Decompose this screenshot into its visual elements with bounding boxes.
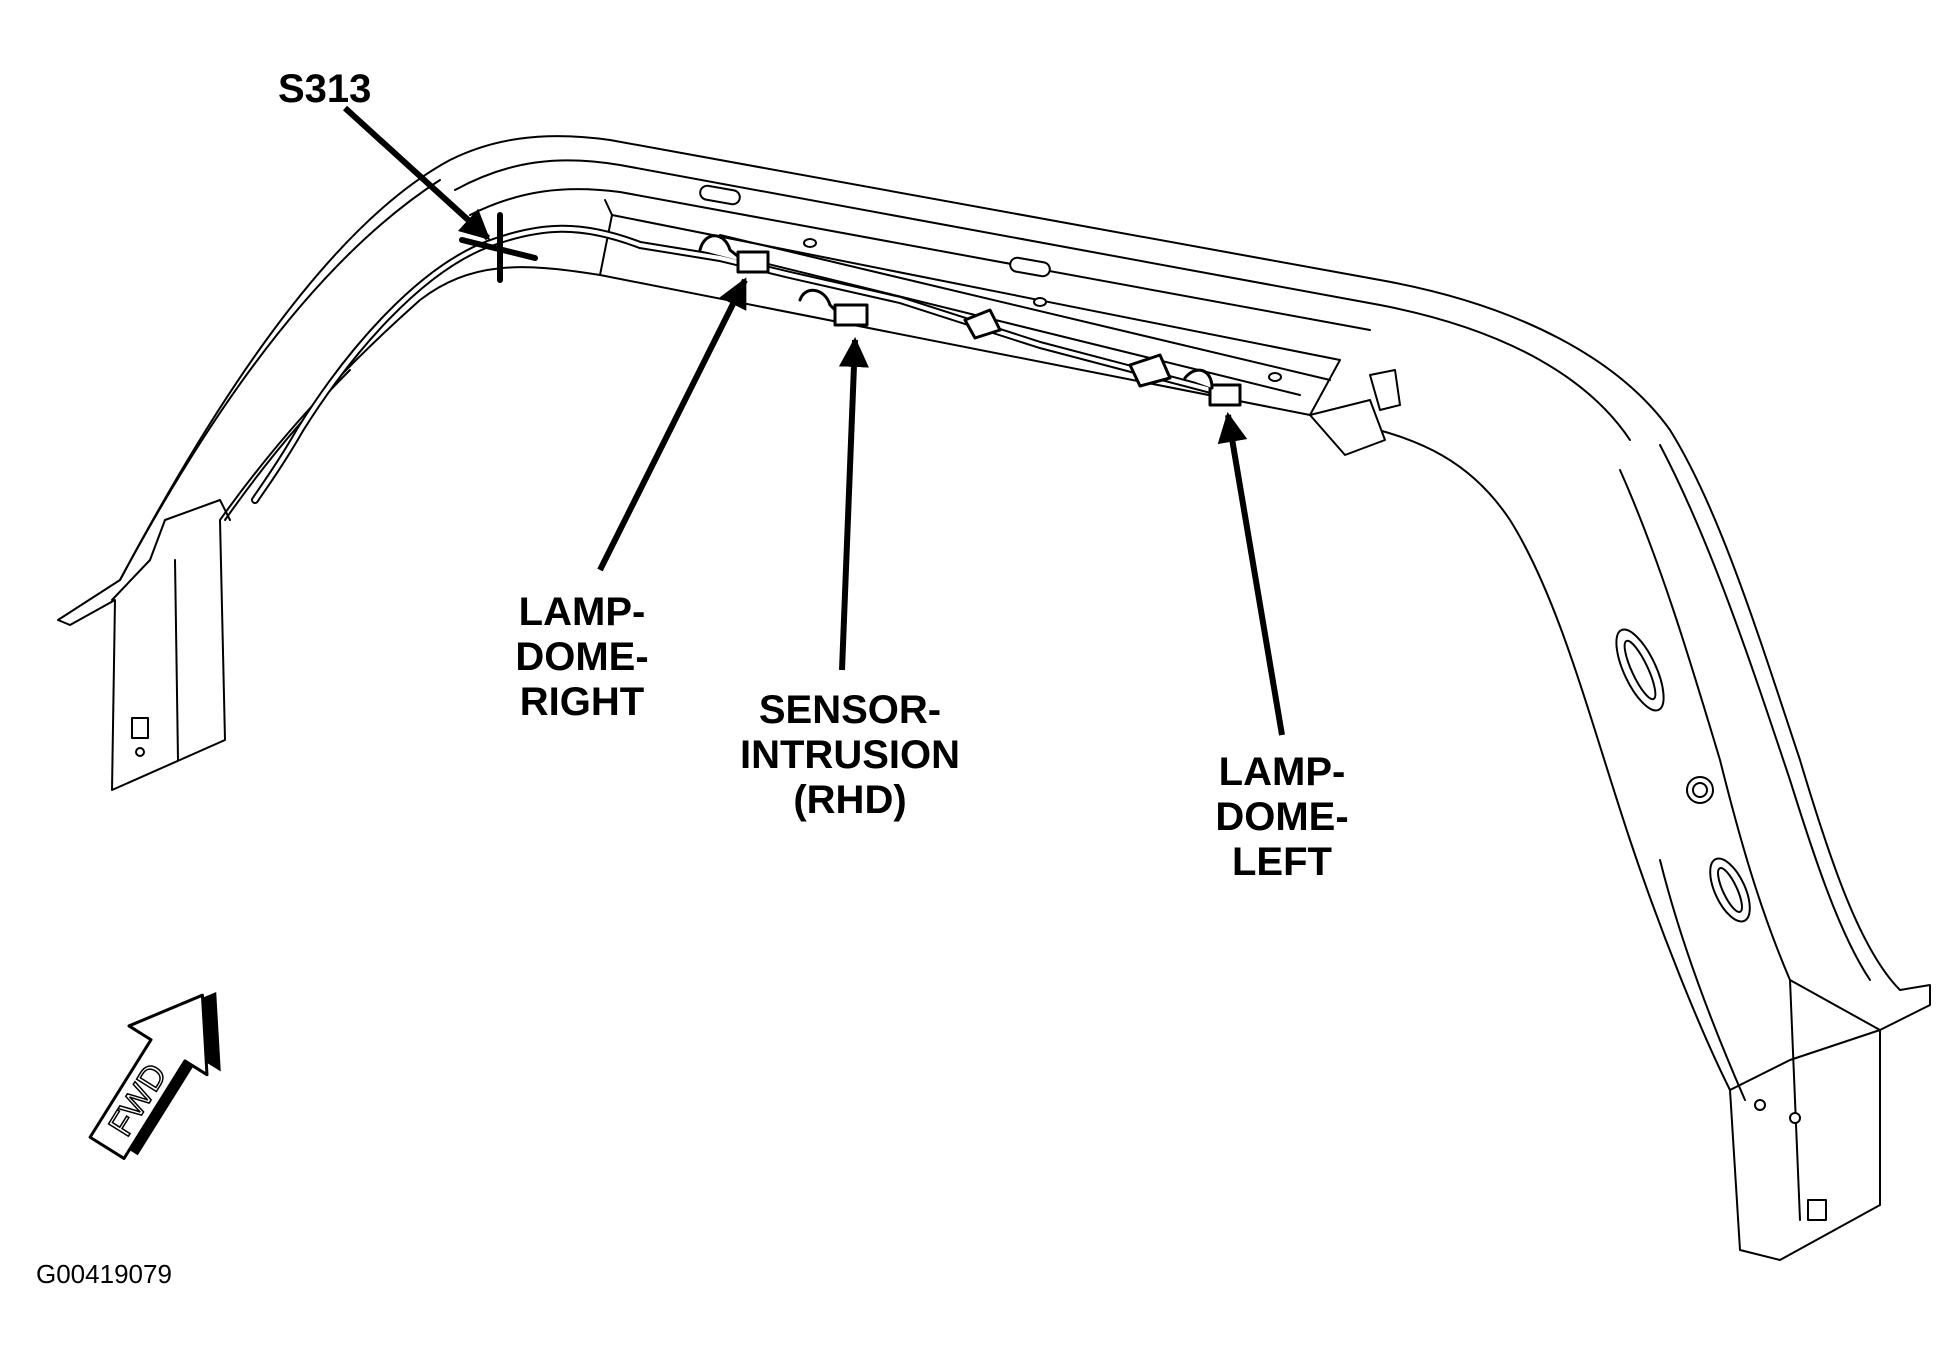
label-lamp-dome-right-line-2: DOME- [515,635,648,679]
slot-right-1-inner [1623,639,1657,701]
right-end-cap-tab [1369,369,1401,411]
splice-mark [459,212,538,283]
leader-lines [342,105,1285,736]
label-sensor-intrusion-line-1: SENSOR- [759,688,941,732]
splice-cross-horizontal [459,237,538,261]
connector-sensor [833,303,869,327]
connector-lamp-left [1208,383,1242,407]
label-sensor-intrusion-line-3: (RHD) [793,778,906,822]
roof-channel-line [719,234,1331,381]
leader-s313 [342,105,491,241]
square-right-foot [1807,1199,1827,1221]
hole-right-2 [1754,1099,1766,1111]
label-sensor-intrusion: SENSOR- INTRUSION (RHD) [740,688,960,822]
hole-top-2 [1033,297,1047,307]
clip-3 [963,308,1002,340]
roof-channel-line-2 [759,261,1301,396]
right-leg-line-2 [1619,469,1881,1031]
square-left-foot [131,717,149,739]
label-lamp-dome-right: LAMP- DOME- RIGHT [515,590,648,724]
right-leg-line-4 [1729,1029,1881,1091]
roof-bow-outline [57,135,1931,1261]
roof-flange-line-1 [454,159,1631,441]
left-leg-line-3 [174,559,179,761]
slot-top-2 [1009,256,1051,278]
roof-flange-line-4 [604,199,613,216]
clip-5 [1183,368,1214,390]
fwd-arrow-face [88,993,209,1160]
clip-4 [1128,353,1172,388]
label-lamp-dome-right-line-1: LAMP- [519,590,646,634]
hole-right-1-inner [1692,782,1708,798]
right-leg-line-3 [1789,979,1801,1221]
label-lamp-dome-left-line-3: LEFT [1232,840,1332,884]
harness-down-left-leg-inner [253,242,490,502]
right-leg-line-5 [1659,859,1746,1101]
right-leg-line-1 [1659,444,1871,981]
hole-top-3 [1268,372,1282,382]
slot-top-1 [699,184,741,206]
wiring-harness [251,224,1242,504]
connector-lamp-right [736,250,770,274]
label-lamp-dome-left-line-1: LAMP- [1219,750,1346,794]
right-end-cap [1309,399,1386,456]
hole-right-3 [1789,1112,1801,1124]
label-sensor-intrusion-line-2: INTRUSION [740,733,960,777]
leader-lamp-dome-left [1217,412,1285,736]
leader-lamp-dome-right [597,277,748,572]
hole-top-1 [803,238,817,248]
slot-right-2-inner [1717,867,1743,913]
label-s313: S313 [278,67,371,111]
clip-2 [798,289,842,317]
left-leg-line-2 [149,499,231,561]
roof-flange-line-2 [469,188,1371,331]
figure-id: G00419079 [36,1259,172,1289]
label-lamp-dome-left: LAMP- DOME- LEFT [1215,750,1348,884]
label-lamp-dome-right-line-3: RIGHT [520,680,644,724]
roof-bow-structure [57,135,1931,1261]
leader-sensor-intrusion [838,337,869,671]
left-leg-line-1 [119,179,441,581]
hole-left-foot [135,747,145,757]
clip-1 [698,234,747,264]
label-lamp-dome-left-line-2: DOME- [1215,795,1348,839]
fwd-arrow: FWD [88,992,221,1160]
left-leg-line-4 [111,559,151,601]
roof-flange-line-3 [599,214,1341,416]
